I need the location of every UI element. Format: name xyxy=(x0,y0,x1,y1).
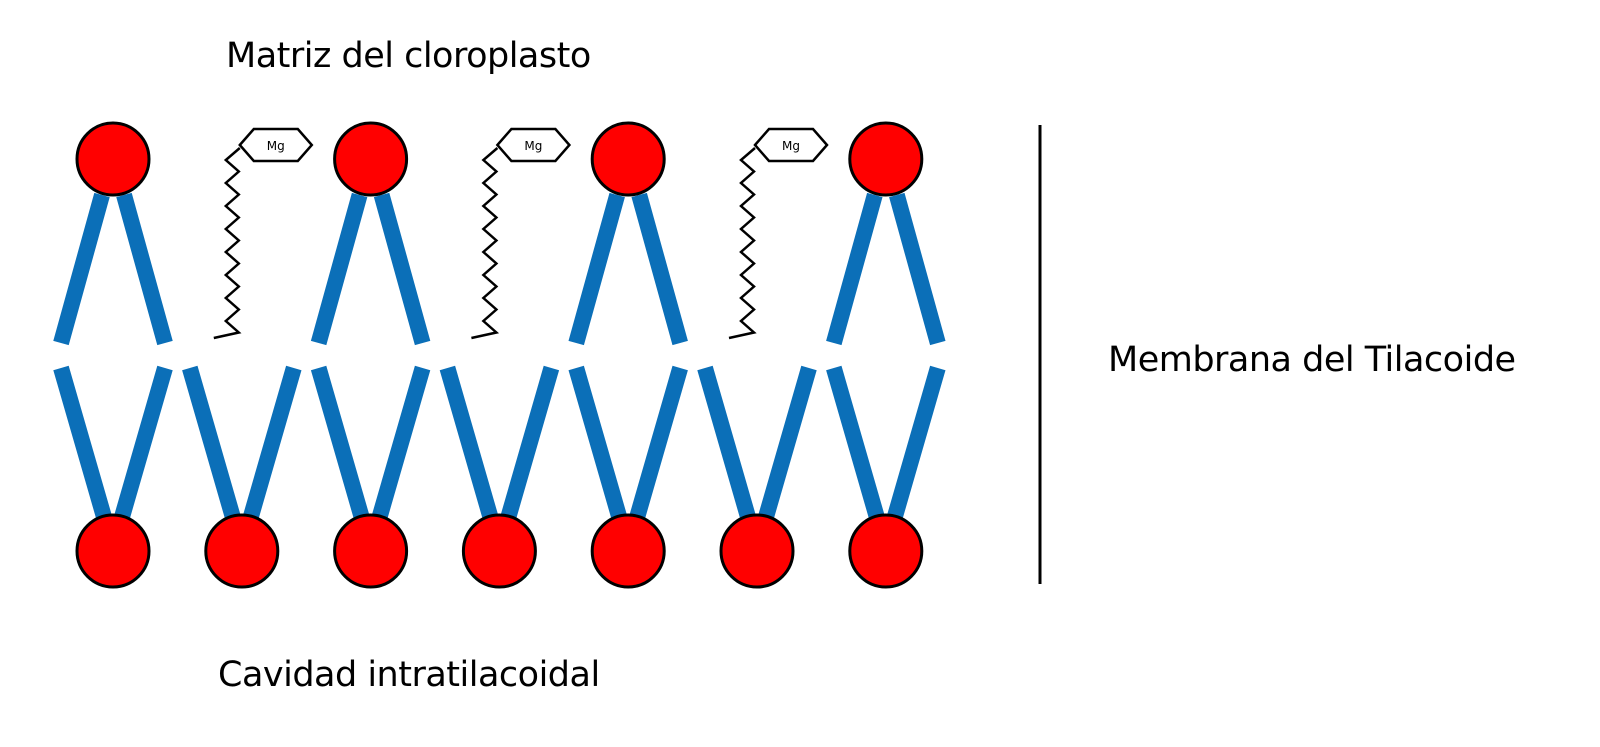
lower-head xyxy=(848,513,924,589)
lower-tail-left xyxy=(826,365,885,520)
upper-tail-right xyxy=(116,192,173,346)
upper-tail-left xyxy=(826,192,883,346)
stroma-label: Matriz del cloroplasto xyxy=(226,36,591,76)
chlorophyll-tail xyxy=(471,147,500,340)
lower-tail-right xyxy=(371,365,431,520)
chlorophyll-group: Mg Mg Mg xyxy=(213,127,829,340)
lower-layer-tails xyxy=(53,365,946,520)
upper-head xyxy=(75,121,151,197)
lower-tail-right xyxy=(243,365,302,520)
membrane-label: Membrana del Tilacoide xyxy=(1108,340,1516,380)
chlorophyll-tail xyxy=(728,147,757,340)
lower-tail-left xyxy=(53,365,112,520)
upper-head xyxy=(848,121,924,197)
lower-tail-right xyxy=(114,365,173,520)
lumen-label: Cavidad intratilacoidal xyxy=(218,655,600,695)
magnesium-label: Mg xyxy=(782,139,800,153)
chlorophyll-molecule: Mg xyxy=(213,127,314,340)
lower-head xyxy=(461,513,537,589)
lower-tail-left xyxy=(697,365,756,520)
lower-head xyxy=(75,513,151,589)
upper-tail-right xyxy=(373,192,431,346)
chlorophyll-molecule: Mg xyxy=(471,127,572,340)
upper-head xyxy=(333,121,409,197)
upper-layer-heads xyxy=(75,121,924,197)
upper-head xyxy=(590,121,666,197)
upper-tail-right xyxy=(889,192,946,346)
lower-tail-left xyxy=(182,365,241,520)
lower-head xyxy=(204,513,280,589)
lower-tail-right xyxy=(500,365,560,520)
upper-tail-left xyxy=(310,192,368,346)
porphyrin-ring xyxy=(238,127,314,163)
lower-layer-heads xyxy=(75,513,924,589)
lower-head xyxy=(333,513,409,589)
lower-head xyxy=(719,513,795,589)
lower-tail-left xyxy=(568,365,627,520)
chlorophyll-molecule: Mg xyxy=(728,127,829,340)
chlorophyll-tail xyxy=(213,147,242,340)
lower-tail-left xyxy=(310,365,370,520)
lower-tail-right xyxy=(629,365,688,520)
upper-tail-left xyxy=(53,192,110,346)
upper-layer-tails xyxy=(53,192,946,346)
lower-tail-right xyxy=(887,365,946,520)
porphyrin-ring xyxy=(753,127,829,163)
magnesium-label: Mg xyxy=(267,139,285,153)
lower-tail-right xyxy=(758,365,817,520)
lower-head xyxy=(590,513,666,589)
lower-tail-left xyxy=(439,365,499,520)
upper-tail-left xyxy=(568,192,625,346)
porphyrin-ring xyxy=(495,127,572,163)
magnesium-label: Mg xyxy=(524,139,542,153)
upper-tail-right xyxy=(631,192,688,346)
